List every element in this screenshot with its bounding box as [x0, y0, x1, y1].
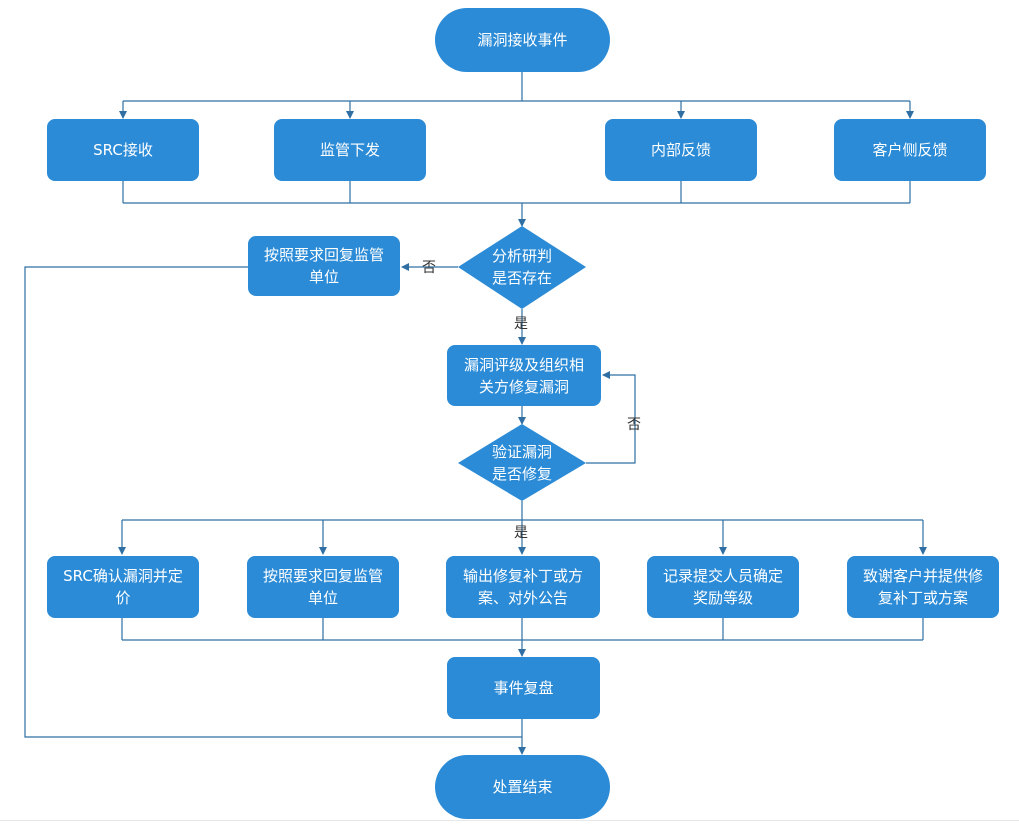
connector-reply-regulator-bypass	[24, 266, 522, 738]
node-record-reward: 记录提交人员确定 奖励等级	[647, 556, 799, 618]
node-src-confirm: SRC确认漏洞并定 价	[47, 556, 199, 618]
node-customer-feedback: 客户侧反馈	[834, 119, 986, 181]
decision-analyze-line2: 是否存在	[491, 269, 552, 287]
decision-verify-diamond	[458, 424, 586, 501]
node-start: 漏洞接收事件	[435, 8, 610, 72]
node-regulator-issue: 监管下发	[274, 119, 426, 181]
label-verify-no: 否	[627, 417, 641, 433]
decision-analyze-text: 分析研判 是否存在	[472, 245, 572, 289]
node-internal-feedback: 内部反馈	[605, 119, 757, 181]
node-reply-regulator-top-line1: 按照要求回复监管	[263, 246, 384, 264]
node-rate-and-fix: 漏洞评级及组织相 关方修复漏洞	[447, 345, 601, 406]
node-reply-regulator-bottom-line2: 单位	[307, 589, 338, 607]
node-reply-regulator-bottom: 按照要求回复监管 单位	[247, 556, 399, 618]
node-src-confirm-line1: SRC确认漏洞并定	[63, 567, 183, 585]
decision-verify-text: 验证漏洞 是否修复	[472, 441, 572, 485]
label-analyze-yes: 是	[514, 316, 528, 332]
bottom-divider	[0, 820, 1019, 821]
node-record-reward-line2: 奖励等级	[692, 589, 753, 607]
decision-analyze-line1: 分析研判	[491, 247, 552, 265]
node-record-reward-line1: 记录提交人员确定	[662, 567, 783, 585]
node-end: 处置结束	[435, 755, 610, 819]
decision-verify-line2: 是否修复	[491, 465, 552, 483]
node-thank-customer-line1: 致谢客户并提供修	[862, 567, 983, 585]
node-review: 事件复盘	[447, 657, 600, 719]
node-rate-and-fix-line1: 漏洞评级及组织相	[463, 355, 584, 374]
node-reply-regulator-top-line2: 单位	[308, 268, 339, 286]
node-thank-customer: 致谢客户并提供修 复补丁或方案	[847, 556, 999, 618]
node-reply-regulator-bottom-line1: 按照要求回复监管	[262, 567, 383, 585]
decision-analyze-diamond	[458, 226, 586, 309]
node-src-receive: SRC接收	[47, 119, 199, 181]
node-reply-regulator-top: 按照要求回复监管 单位	[248, 236, 400, 296]
decision-verify-line1: 验证漏洞	[491, 443, 552, 461]
node-output-patch-line2: 案、对外公告	[477, 589, 568, 607]
node-output-patch-line1: 输出修复补丁或方	[462, 567, 583, 585]
label-analyze-no: 否	[422, 260, 436, 276]
node-rate-and-fix-line2: 关方修复漏洞	[478, 377, 569, 396]
node-output-patch: 输出修复补丁或方 案、对外公告	[446, 556, 600, 618]
node-src-confirm-line2: 价	[115, 589, 131, 607]
node-thank-customer-line2: 复补丁或方案	[877, 589, 968, 607]
label-verify-yes: 是	[514, 525, 528, 541]
connector-verify-no-loop	[586, 371, 636, 464]
